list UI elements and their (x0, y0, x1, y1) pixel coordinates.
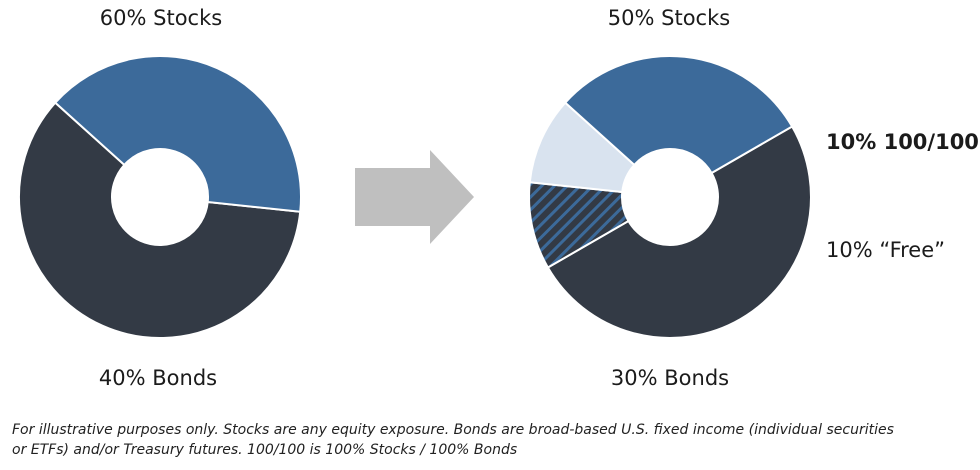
right-100-100-label: 10% 100/100 (826, 130, 979, 154)
transition-arrow-icon (355, 150, 474, 244)
right-bonds-label: 30% Bonds (610, 366, 730, 390)
pie-chart-after (528, 55, 812, 339)
pie-slice-0 (18, 101, 302, 339)
footnote-line-2: or ETFs) and/or Treasury futures. 100/10… (12, 442, 518, 458)
left-bonds-label: 40% Bonds (98, 366, 218, 390)
pie-slice-0 (546, 125, 812, 339)
left-stocks-label: 60% Stocks (99, 6, 223, 30)
pie-slice-3 (563, 55, 794, 175)
right-free-label: 10% “Free” (826, 238, 946, 262)
pie-slice-1 (53, 55, 302, 213)
right-stocks-label: 50% Stocks (607, 6, 731, 30)
footnote: For illustrative purposes only. Stocks a… (12, 420, 972, 460)
pie-chart-before (18, 55, 302, 339)
footnote-line-1: For illustrative purposes only. Stocks a… (12, 422, 894, 438)
